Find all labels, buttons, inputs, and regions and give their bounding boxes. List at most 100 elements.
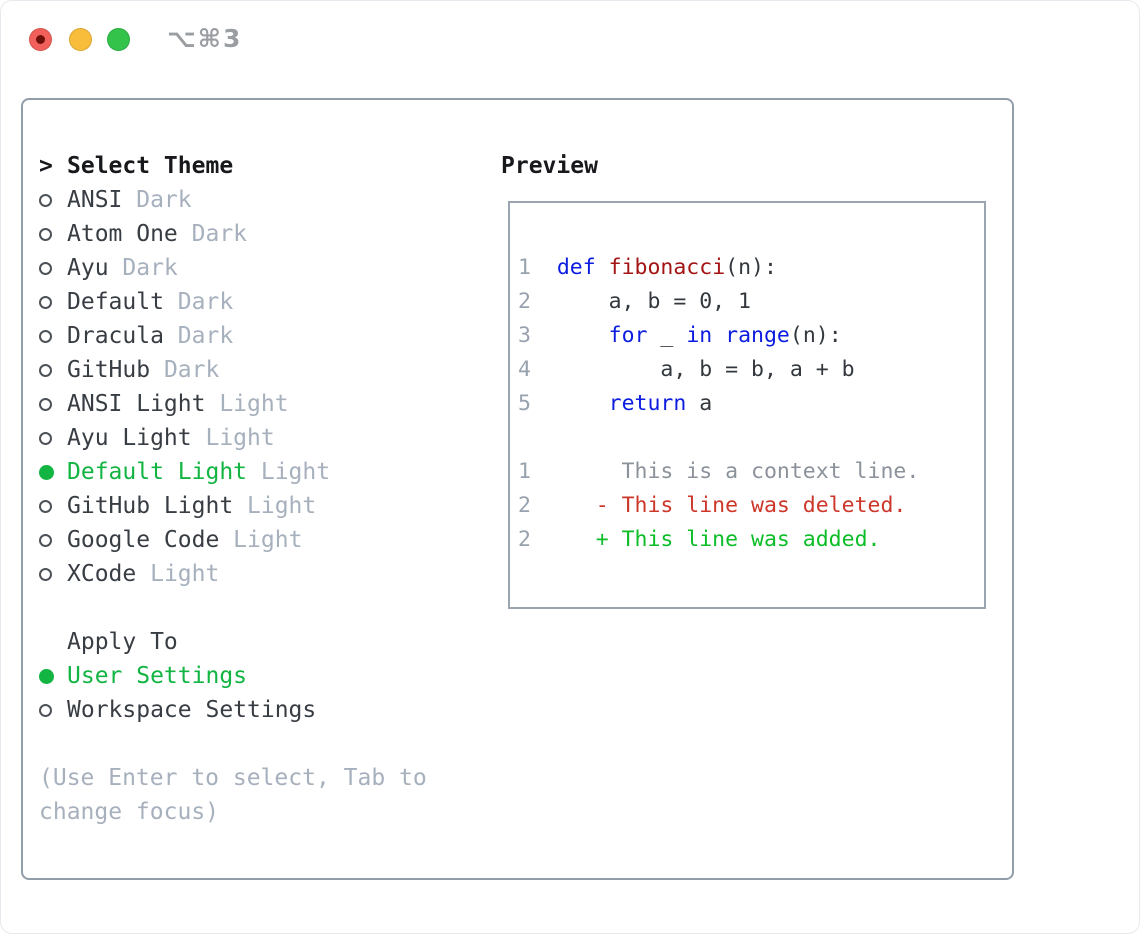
window-title: ⌥⌘3 [167, 24, 243, 53]
code-token-text [531, 323, 609, 348]
item-label: GitHub Light [67, 493, 234, 519]
item-label: Ayu Light [67, 425, 192, 451]
item-label: Ayu [67, 255, 109, 281]
item-variant-label: Light [205, 391, 289, 417]
code-token-added: + This line was added. [595, 527, 881, 552]
code-token-text: _ [647, 323, 687, 348]
item-label: XCode [67, 561, 137, 587]
item-label: Default Light [67, 459, 248, 485]
select-theme-header: > Select Theme [39, 149, 489, 183]
line-number: 4 [518, 357, 531, 382]
zoom-button[interactable] [107, 28, 130, 51]
line-number: 1 [518, 459, 531, 484]
code-token-text: a [686, 391, 713, 416]
item-variant-label: Dark [150, 357, 220, 383]
item-variant-label: Dark [108, 255, 178, 281]
theme-option-atom-one[interactable]: Atom One Dark [39, 217, 489, 251]
item-label: Google Code [67, 527, 220, 553]
item-variant-label: Light [233, 493, 317, 519]
code-token-context: This is a context line. [530, 459, 920, 484]
line-number: 1 [518, 255, 531, 280]
code-token-keyword: def [556, 255, 596, 280]
item-variant-label: Light [136, 561, 220, 587]
code-token-text [596, 255, 609, 280]
preview-line: 2 + This line was added. [518, 523, 984, 557]
apply-option-user-settings[interactable]: User Settings [39, 659, 489, 693]
radio-unselected-icon [39, 397, 67, 411]
code-token-text [531, 255, 557, 280]
code-token-text: a, b = b, a + b [530, 357, 855, 382]
radio-unselected-icon [39, 533, 67, 547]
code-token-text [531, 527, 596, 552]
spacer-row [39, 727, 489, 761]
preview-line: 1 This is a context line. [518, 455, 984, 489]
theme-option-default[interactable]: Default Dark [39, 285, 489, 319]
item-label: ANSI Light [67, 391, 206, 417]
preview-line: 4 a, b = b, a + b [518, 353, 984, 387]
radio-unselected-icon [39, 227, 67, 241]
spacer-row [39, 591, 489, 625]
titlebar: ⌥⌘3 [1, 1, 1139, 77]
code-token-keyword: in [686, 323, 713, 348]
theme-option-ansi[interactable]: ANSI Dark [39, 183, 489, 217]
theme-option-github-light[interactable]: GitHub Light Light [39, 489, 489, 523]
theme-option-ayu-light[interactable]: Ayu Light Light [39, 421, 489, 455]
select-theme-title: Select Theme [67, 153, 234, 179]
item-variant-label: Light [247, 459, 331, 485]
theme-option-google-code[interactable]: Google Code Light [39, 523, 489, 557]
code-token-text [712, 323, 725, 348]
minimize-button[interactable] [69, 28, 92, 51]
item-label: GitHub [67, 357, 151, 383]
item-variant-label: Light [191, 425, 275, 451]
code-token-keyword: return [608, 391, 687, 416]
item-label: Workspace Settings [67, 697, 317, 723]
item-variant-label: Dark [122, 187, 192, 213]
code-token-text: (n): [725, 255, 777, 280]
radio-unselected-icon [39, 295, 67, 309]
code-token-text: (n): [789, 323, 842, 348]
radio-selected-icon [39, 464, 67, 480]
radio-unselected-icon [39, 499, 67, 513]
preview-title: Preview [501, 153, 598, 179]
radio-unselected-icon [39, 363, 67, 377]
line-number: 2 [518, 527, 531, 552]
theme-option-ayu[interactable]: Ayu Dark [39, 251, 489, 285]
line-number: 2 [518, 493, 531, 518]
apply-option-workspace-settings[interactable]: Workspace Settings [39, 693, 489, 727]
preview-line: 2 a, b = 0, 1 [518, 285, 984, 319]
item-label: ANSI [67, 187, 123, 213]
code-token-keyword: for [608, 323, 648, 348]
radio-unselected-icon [39, 261, 67, 275]
preview-line: 3 for _ in range(n): [518, 319, 984, 353]
close-modified-dot-icon [36, 35, 45, 44]
apply-to-title: Apply To [67, 629, 178, 655]
item-label: Default [67, 289, 164, 315]
item-label: User Settings [67, 663, 248, 689]
code-token-text [531, 493, 596, 518]
radio-selected-icon [39, 668, 67, 684]
close-button[interactable] [29, 28, 52, 51]
theme-option-github[interactable]: GitHub Dark [39, 353, 489, 387]
apply-to-header: Apply To [39, 625, 489, 659]
preview-line: 1 def fibonacci(n): [518, 251, 984, 285]
radio-unselected-icon [39, 193, 67, 207]
theme-option-xcode[interactable]: XCode Light [39, 557, 489, 591]
preview-line [518, 421, 984, 455]
item-variant-label: Dark [177, 221, 248, 247]
theme-option-dracula[interactable]: Dracula Dark [39, 319, 489, 353]
line-number: 2 [518, 289, 531, 314]
code-token-deleted: - This line was deleted. [595, 493, 907, 518]
code-token-keyword: range [725, 323, 790, 348]
code-token-text: a, b = 0, 1 [530, 289, 752, 314]
item-label: Dracula [67, 323, 164, 349]
theme-option-ansi-light[interactable]: ANSI Light Light [39, 387, 489, 421]
item-variant-label: Light [219, 527, 303, 553]
focus-caret-icon: > [39, 153, 53, 179]
preview-line: 2 - This line was deleted. [518, 489, 984, 523]
theme-option-default-light[interactable]: Default Light Light [39, 455, 489, 489]
